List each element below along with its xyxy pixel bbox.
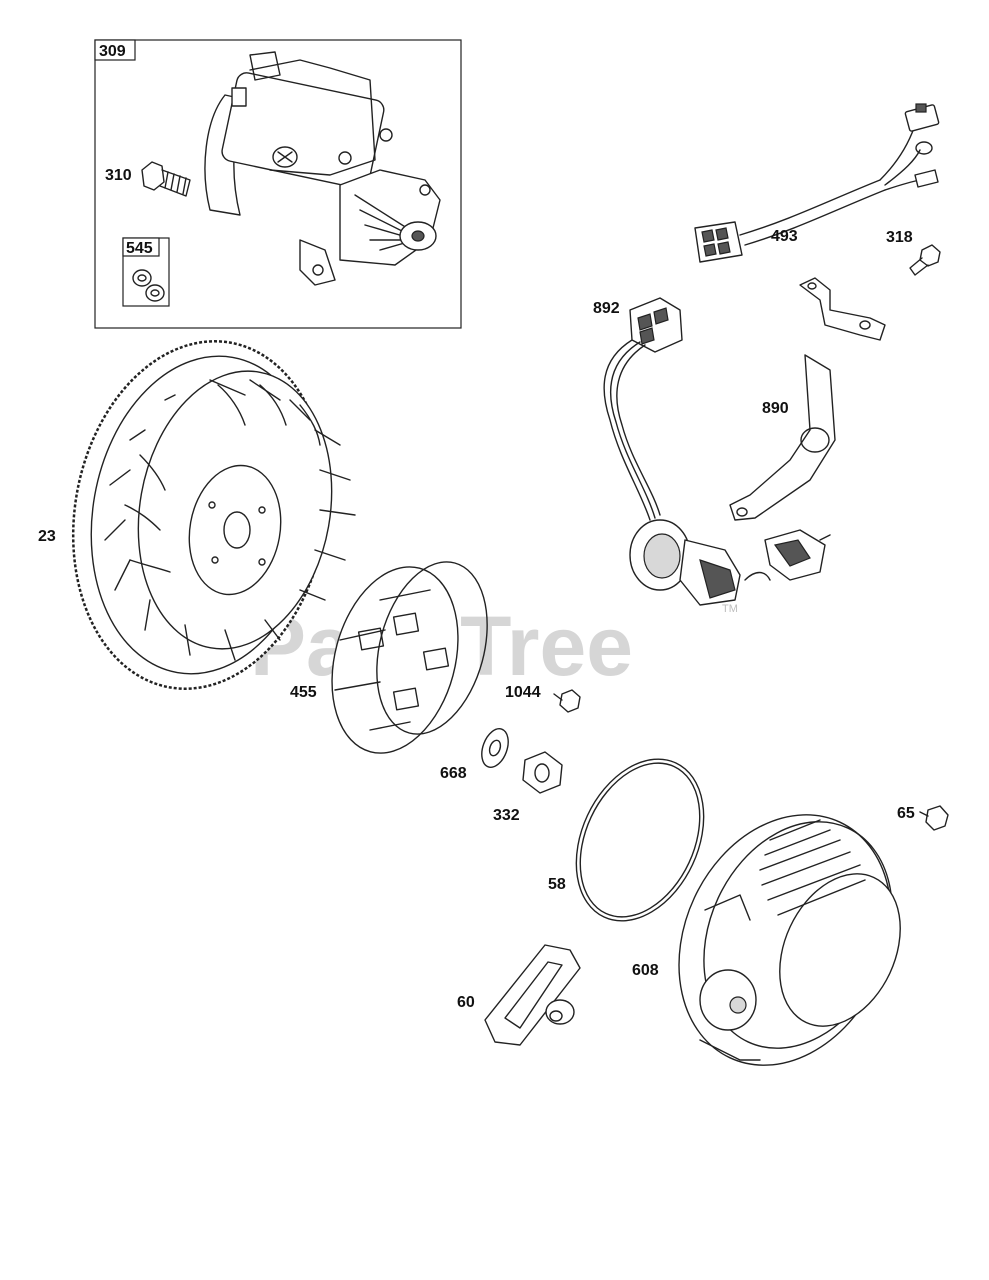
callout-332[interactable]: 332 [493,807,520,824]
starter-handle-60-part[interactable] [484,944,581,1046]
ring-58-part[interactable] [552,738,729,941]
bolt-65-part[interactable] [919,805,949,831]
wire-harness-789-part[interactable] [694,103,940,263]
callout-892[interactable]: 892 [593,300,620,317]
callout-58[interactable]: 58 [548,876,566,893]
callout-608[interactable]: 608 [632,962,659,979]
callout-23[interactable]: 23 [38,528,56,545]
bracket-890-part[interactable] [729,354,836,521]
recoil-starter-608-part[interactable] [639,780,930,1100]
callout-318[interactable]: 318 [886,229,913,246]
bolt-1044-part[interactable] [553,689,581,713]
kit-box-309: 309 [94,39,462,329]
washer-668-part[interactable] [477,725,513,771]
bolt-310-part[interactable] [141,161,191,197]
kit-box-545: 545 [122,237,170,307]
ignition-switch-892-part[interactable] [603,297,831,606]
starter-motor-part[interactable] [204,51,441,286]
watermark-trademark: TM [722,603,738,615]
kit-label-309[interactable]: 309 [99,43,126,60]
screw-318-part[interactable] [909,244,941,276]
fan-cup-455-part[interactable] [312,550,505,768]
washers-545-part[interactable] [132,269,165,302]
callout-1044[interactable]: 1044 [505,684,541,701]
flywheel-23-part[interactable] [47,321,356,709]
callout-493[interactable]: 493 [771,228,798,245]
callout-890[interactable]: 890 [762,400,789,417]
nut-332-part[interactable] [522,751,563,794]
callout-60[interactable]: 60 [457,994,475,1011]
kit-label-545[interactable]: 545 [126,240,153,257]
callout-310[interactable]: 310 [105,167,132,184]
callout-668[interactable]: 668 [440,765,467,782]
bracket-493-part[interactable] [799,277,886,341]
callout-455[interactable]: 455 [290,684,317,701]
callout-65[interactable]: 65 [897,805,915,822]
